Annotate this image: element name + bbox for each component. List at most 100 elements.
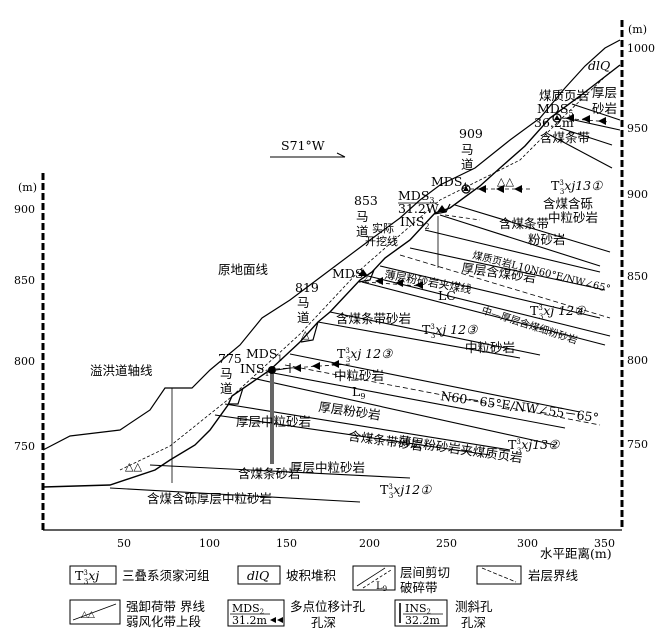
left-tick-900: 900 — [14, 203, 35, 216]
thick-sandstone-2: 砂岩 — [592, 101, 617, 116]
actual-excavation-2: 开挖线 — [365, 234, 398, 248]
road-775-name-1: 马 — [220, 366, 233, 381]
thick-mid-1: 厚层中粒砂岩 — [236, 414, 311, 429]
l9-label: L9 — [352, 384, 365, 401]
road-909-name-2: 道 — [461, 157, 474, 172]
mds5-label: MDS5 — [537, 101, 573, 118]
legend-ins-text-2: 孔深 — [461, 615, 486, 630]
thick-sandstone-1: 厚层 — [592, 85, 617, 100]
legend-shear-text-1: 层间剪切 — [400, 565, 450, 580]
mds4-label: MDS4 — [431, 174, 467, 191]
coal-shale: 煤质页岩 — [539, 88, 589, 103]
strata-lines — [109, 103, 621, 503]
coal-band-2: 含煤条带 — [499, 216, 549, 231]
legend-boundary-text: 岩层界线 — [528, 568, 579, 583]
legend-unload-marks: △△ — [81, 610, 95, 620]
left-tick-750: 750 — [14, 440, 35, 453]
lc-label: LC — [438, 288, 456, 303]
legend-shear-text-2: 破碎带 — [400, 580, 438, 595]
legend-shear-symbol: L9 — [376, 581, 387, 593]
borehole-ins2 — [437, 205, 481, 268]
actual-excavation-1: 实际 — [372, 221, 394, 235]
thick-mid-2: 厚层中粒砂岩 — [290, 460, 365, 475]
x-tick-100: 100 — [199, 537, 220, 550]
thin-silt-seam: 薄层粉砂岩夹煤线 — [383, 267, 472, 296]
borehole-ins1 — [268, 360, 351, 464]
berm-819 — [300, 321, 319, 343]
right-tick-750: 750 — [627, 438, 648, 451]
x-tick-150: 150 — [276, 537, 297, 550]
mds3-label: MDS3 — [398, 188, 434, 205]
legend-unload-text-2: 弱风化带上段 — [126, 614, 201, 629]
mds3-depth: 31.2W — [398, 201, 439, 216]
unload-mark-1: △△ — [125, 460, 142, 473]
x-axis-label: 水平距离(m) — [540, 546, 612, 561]
berm-775 — [229, 387, 244, 405]
legend-ins-symbol: INS2 — [405, 602, 431, 616]
road-853-name-1: 马 — [356, 209, 369, 224]
legend-colluvium-symbol: dlQ — [247, 568, 269, 583]
mid-sandstone-2: 中粒砂岩 — [334, 368, 384, 383]
svg-text:S71°W: S71°W — [281, 138, 325, 153]
x-tick-200: 200 — [359, 537, 380, 550]
road-909-elev: 909 — [459, 126, 483, 141]
x-tick-50: 50 — [117, 537, 131, 550]
right-tick-900: 900 — [627, 188, 648, 201]
legend-ins-text-1: 测斜孔 — [455, 599, 493, 614]
legend-mds-text-1: 多点位移计孔 — [290, 599, 366, 614]
right-tick-850: 850 — [627, 270, 648, 283]
right-unit: (m) — [628, 23, 647, 36]
road-775-elev: 775 — [218, 351, 242, 366]
original-ground-line — [42, 39, 621, 451]
frame — [41, 20, 624, 531]
road-819-name-2: 道 — [297, 310, 310, 325]
coal-gravel-mid-2: 中粒砂岩 — [548, 210, 598, 225]
legend-colluvium-text: 坡积堆积 — [286, 568, 336, 583]
x-tick-350: 350 — [594, 537, 615, 550]
left-unit: (m) — [18, 181, 37, 194]
road-853-elev: 853 — [354, 193, 378, 208]
borehole-mds4 — [461, 184, 530, 194]
ins1-label: INS1 — [240, 361, 270, 378]
original-ground: 原地面线 — [218, 262, 269, 277]
spillway-axis: 溢洪道轴线 — [90, 363, 153, 378]
excavation-line — [42, 64, 621, 488]
road-909-name-1: 马 — [461, 142, 474, 157]
right-tick-800: 800 — [627, 354, 648, 367]
coal-band-5: 含煤条砂岩 — [238, 466, 301, 481]
mds5-depth: 36.2m — [534, 115, 574, 130]
unload-mark-3: △△ — [497, 175, 514, 188]
road-819-name-1: 马 — [297, 295, 310, 310]
x-tick-250: 250 — [436, 537, 457, 550]
road-853-name-2: 道 — [356, 224, 369, 239]
unload-mark-2: △ — [301, 328, 310, 341]
thick-siltstone: 厚层粉砂岩 — [318, 399, 382, 423]
left-tick-850: 850 — [14, 274, 35, 287]
mid-sandstone-1: 中粒砂岩 — [465, 340, 515, 355]
legend-mds-text-2: 孔深 — [311, 615, 336, 630]
mds1-label: MDS1 — [246, 346, 282, 363]
direction-arrow: S71°W — [270, 138, 346, 158]
borehole-mds2 — [358, 269, 423, 289]
borehole-mds5 — [552, 113, 611, 125]
left-tick-800: 800 — [14, 355, 35, 368]
legend-unload-text-1: 强卸荷带 界线 — [126, 599, 205, 614]
x-tick-300: 300 — [517, 537, 538, 550]
legend-ins-depth: 32.2m — [405, 614, 440, 627]
right-tick-950: 950 — [627, 122, 648, 135]
legend-mds-symbol: MDS2 — [232, 602, 264, 616]
legend-formation-text: 三叠系须家河组 — [122, 568, 210, 583]
siltstone-1: 粉砂岩 — [528, 232, 566, 247]
road-775-name-2: 道 — [220, 381, 233, 396]
berm-853 — [358, 269, 375, 283]
coal-band-1: 含煤条带 — [540, 130, 590, 145]
